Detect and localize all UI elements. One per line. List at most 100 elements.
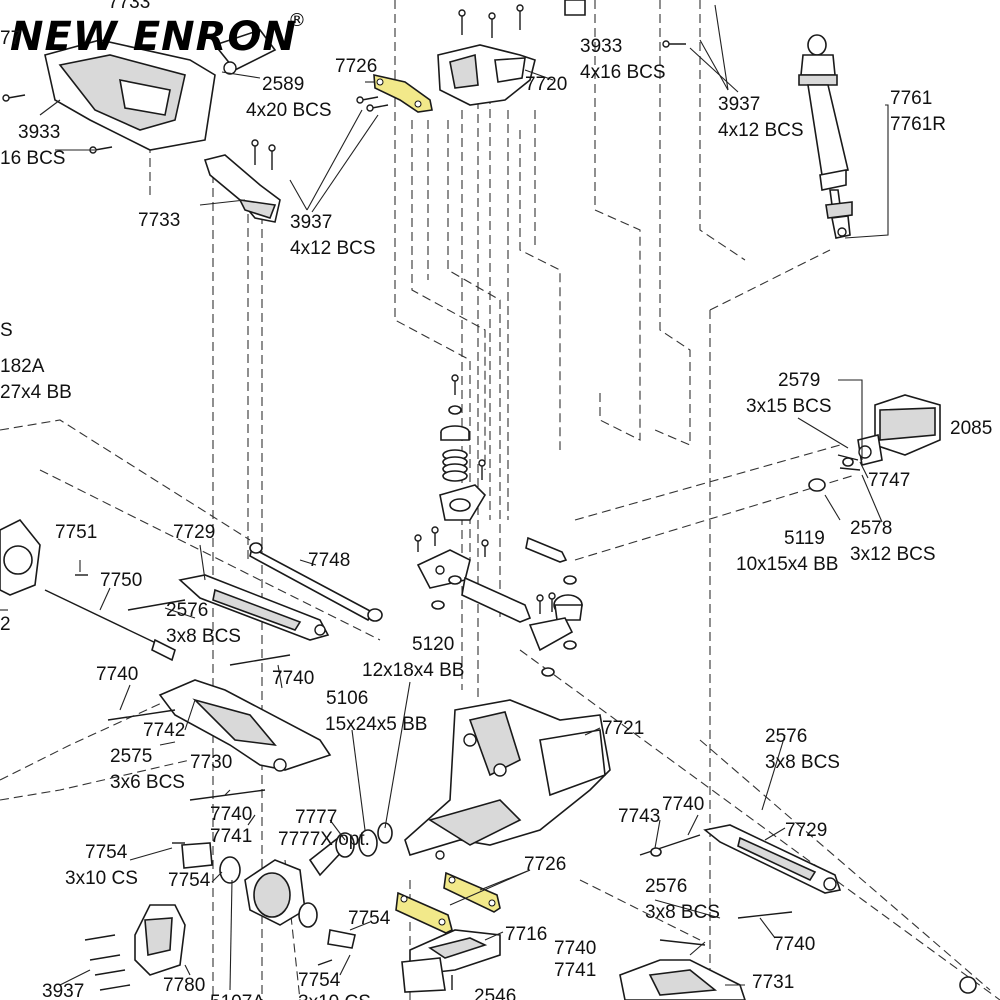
corner-fragment bbox=[959, 976, 977, 994]
servo-assembly bbox=[808, 394, 941, 492]
part-7730-lower-arm-left bbox=[107, 654, 332, 801]
label-7748: 7748 bbox=[308, 550, 350, 571]
bearings-center bbox=[358, 822, 393, 857]
label-s: S bbox=[0, 320, 13, 341]
label-7754-b: 7754 bbox=[168, 870, 211, 891]
label-7720: 7720 bbox=[525, 74, 567, 95]
label-7761: 7761 bbox=[890, 88, 932, 109]
label-7741-b: 7741 bbox=[554, 960, 596, 981]
label-5119: 5119 bbox=[784, 528, 825, 549]
label-2576-right-size: 3x8 BCS bbox=[765, 752, 840, 773]
label-7740-d: 7740 bbox=[662, 794, 704, 815]
bumper-mount-part bbox=[203, 154, 281, 223]
part-7780-housing bbox=[84, 904, 186, 991]
label-3933-left: 3933 bbox=[18, 122, 60, 143]
screws-top bbox=[2, 4, 686, 170]
label-7733: 7733 bbox=[138, 210, 180, 231]
front-bumper-part bbox=[44, 29, 277, 151]
brand-name: NEW ENRON bbox=[10, 14, 297, 60]
differential-gears bbox=[172, 832, 356, 966]
label-7740-b: 7740 bbox=[272, 668, 314, 689]
label-7777x: 7777X opt. bbox=[278, 829, 370, 850]
label-7740-a: 7740 bbox=[96, 664, 138, 685]
part-7726-top-highlight bbox=[373, 73, 433, 113]
brand-registered-mark: ® bbox=[288, 10, 306, 31]
part-7726-bottom-highlight bbox=[395, 871, 501, 934]
label-2579: 2579 bbox=[778, 370, 820, 391]
label-2576-left: 2576 bbox=[166, 600, 208, 621]
label-2576-bottom: 2576 bbox=[645, 876, 687, 897]
label-2575: 2575 bbox=[110, 746, 152, 767]
label-7751: 7751 bbox=[55, 522, 97, 543]
label-2578-size: 3x12 BCS bbox=[850, 544, 936, 565]
label-182a: 182A bbox=[0, 356, 45, 377]
part-7761-shock bbox=[798, 34, 853, 239]
label-7754-d: 7754 bbox=[298, 970, 341, 991]
label-7740-f: 7740 bbox=[554, 938, 596, 959]
label-2576-left-size: 3x8 BCS bbox=[166, 626, 241, 647]
leader-lines bbox=[39, 4, 883, 986]
label-5106-size: 15x24x5 BB bbox=[325, 714, 427, 735]
label-7726-bottom: 7726 bbox=[524, 854, 566, 875]
label-3937-bottom: 3937 bbox=[42, 981, 84, 1000]
label-2085: 2085 bbox=[950, 418, 992, 439]
label-7777: 7777 bbox=[295, 807, 337, 828]
label-7721: 7721 bbox=[602, 718, 644, 739]
label-2575-size: 3x6 BCS bbox=[110, 772, 185, 793]
label-2: 2 bbox=[0, 614, 11, 635]
label-5119-size: 10x15x4 BB bbox=[736, 554, 838, 575]
label-7761r: 7761R bbox=[890, 114, 946, 135]
label-2589: 2589 bbox=[262, 74, 304, 95]
label-2589-size: 4x20 BCS bbox=[246, 100, 332, 121]
part-7729-upper-arm-right bbox=[639, 824, 842, 919]
label-7731: 7731 bbox=[752, 972, 794, 993]
label-7741-a: 7741 bbox=[210, 826, 252, 847]
label-5120-size: 12x18x4 BB bbox=[362, 660, 464, 681]
label-7743: 7743 bbox=[618, 806, 660, 827]
label-7747: 7747 bbox=[868, 470, 910, 491]
label-7733-top: 7733 bbox=[108, 0, 150, 13]
label-7729-left: 7729 bbox=[173, 522, 215, 543]
label-5106: 5106 bbox=[326, 688, 368, 709]
label-7754-a: 7754 bbox=[85, 842, 128, 863]
part-7729-upper-arm-left bbox=[127, 574, 330, 641]
label-3933-right-size: 4x16 BCS bbox=[580, 62, 666, 83]
label-7780: 7780 bbox=[163, 975, 205, 996]
part-7721-chassis-gearbox bbox=[404, 699, 611, 860]
label-2576-bottom-size: 3x8 BCS bbox=[645, 902, 720, 923]
part-7720-bulkhead bbox=[437, 0, 586, 106]
part-7731-lower-arm-right bbox=[619, 939, 746, 1000]
label-7729-right: 7729 bbox=[785, 820, 827, 841]
label-7750: 7750 bbox=[100, 570, 142, 591]
label-2546: 2546 bbox=[474, 986, 516, 1000]
label-7754-c: 7754 bbox=[348, 908, 391, 929]
label-3937-right: 3937 bbox=[718, 94, 760, 115]
label-7730: 7730 bbox=[190, 752, 232, 773]
label-2578: 2578 bbox=[850, 518, 892, 539]
label-3933-left-size: 16 BCS bbox=[0, 148, 65, 169]
brackets bbox=[0, 104, 889, 991]
label-2576-right: 2576 bbox=[765, 726, 807, 747]
left-hub-carrier bbox=[0, 518, 176, 662]
steering-assembly bbox=[414, 374, 583, 677]
label-7754-d-size: 3x10 CS bbox=[298, 992, 371, 1000]
label-2579-size: 3x15 BCS bbox=[746, 396, 832, 417]
label-5107a: 5107A bbox=[210, 992, 265, 1000]
label-3937-mid-size: 4x12 BCS bbox=[290, 238, 376, 259]
label-7726-top: 7726 bbox=[335, 56, 377, 77]
part-7748-turnbuckle bbox=[249, 542, 383, 622]
label-27x4-bb: 27x4 BB bbox=[0, 382, 72, 403]
label-5120: 5120 bbox=[412, 634, 454, 655]
label-7754-a-size: 3x10 CS bbox=[65, 868, 138, 889]
label-7740-e: 7740 bbox=[773, 934, 815, 955]
label-3933-right: 3933 bbox=[580, 36, 622, 57]
part-7716-skid-plate bbox=[401, 929, 501, 993]
label-3937-mid: 3937 bbox=[290, 212, 332, 233]
label-7740-c: 7740 bbox=[210, 804, 252, 825]
label-7742: 7742 bbox=[143, 720, 185, 741]
brand-watermark: NEW ENRON ® bbox=[10, 10, 306, 60]
